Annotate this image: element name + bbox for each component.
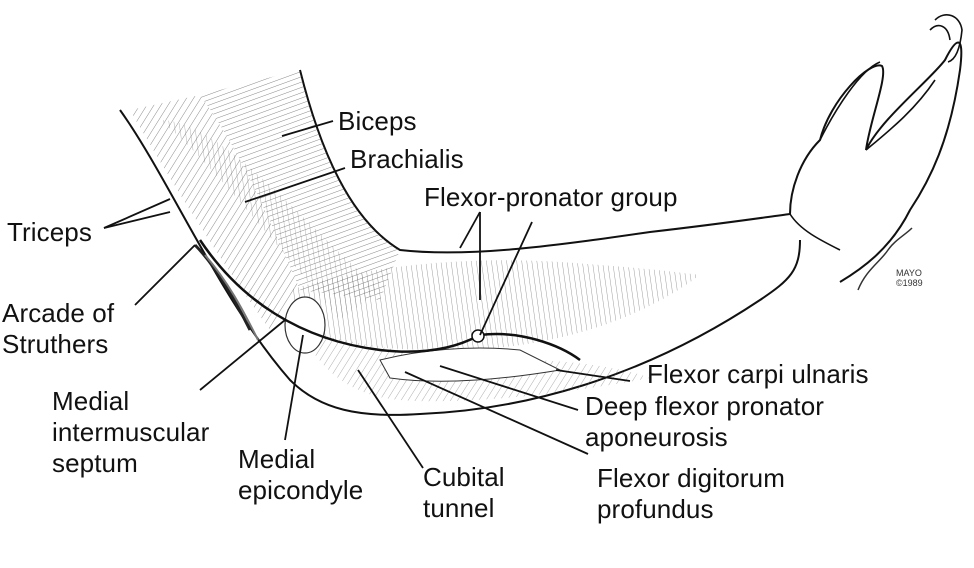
label-line: epicondyle [238,475,364,505]
label-triceps: Triceps [7,217,92,247]
label-line: Flexor digitorum [597,463,785,493]
label-line: Arcade of [2,298,115,328]
label-line: septum [52,448,138,478]
label-medial-intermuscular-septum: Medial intermuscular septum [52,386,209,479]
forearm-muscles [290,260,700,402]
label-line: tunnel [423,493,495,523]
label-flexor-pronator-group: Flexor-pronator group [424,182,678,212]
label-deep-flexor-pronator-aponeurosis: Deep flexor pronator aponeurosis [585,391,824,453]
label-flexor-digitorum-profundus: Flexor digitorum profundus [597,463,785,525]
signature-mark: MAYO [896,268,922,278]
label-arcade-of-struthers: Arcade of Struthers [2,298,114,360]
label-line: Medial [238,444,316,474]
label-line: Medial [52,386,130,416]
leader-lines [103,120,631,469]
hand [789,14,963,251]
label-line: Deep flexor pronator [585,391,825,421]
label-line: profundus [597,494,714,524]
signature-block: MAYO ©1989 [896,268,923,288]
upper-arm-muscles [130,70,400,330]
signature-year: ©1989 [896,278,923,288]
label-line: intermuscular [52,417,210,447]
artist-signature [857,227,913,291]
ulnar-nerve [198,239,581,362]
label-brachialis: Brachialis [350,144,464,174]
elbow-region [193,243,326,354]
label-line: Struthers [2,329,109,359]
label-medial-epicondyle: Medial epicondyle [238,444,363,506]
label-biceps: Biceps [338,106,417,136]
label-line: aponeurosis [585,422,728,452]
label-line: Cubital [423,462,505,492]
label-cubital-tunnel: Cubital tunnel [423,462,505,524]
label-flexor-carpi-ulnaris: Flexor carpi ulnaris [647,359,869,389]
